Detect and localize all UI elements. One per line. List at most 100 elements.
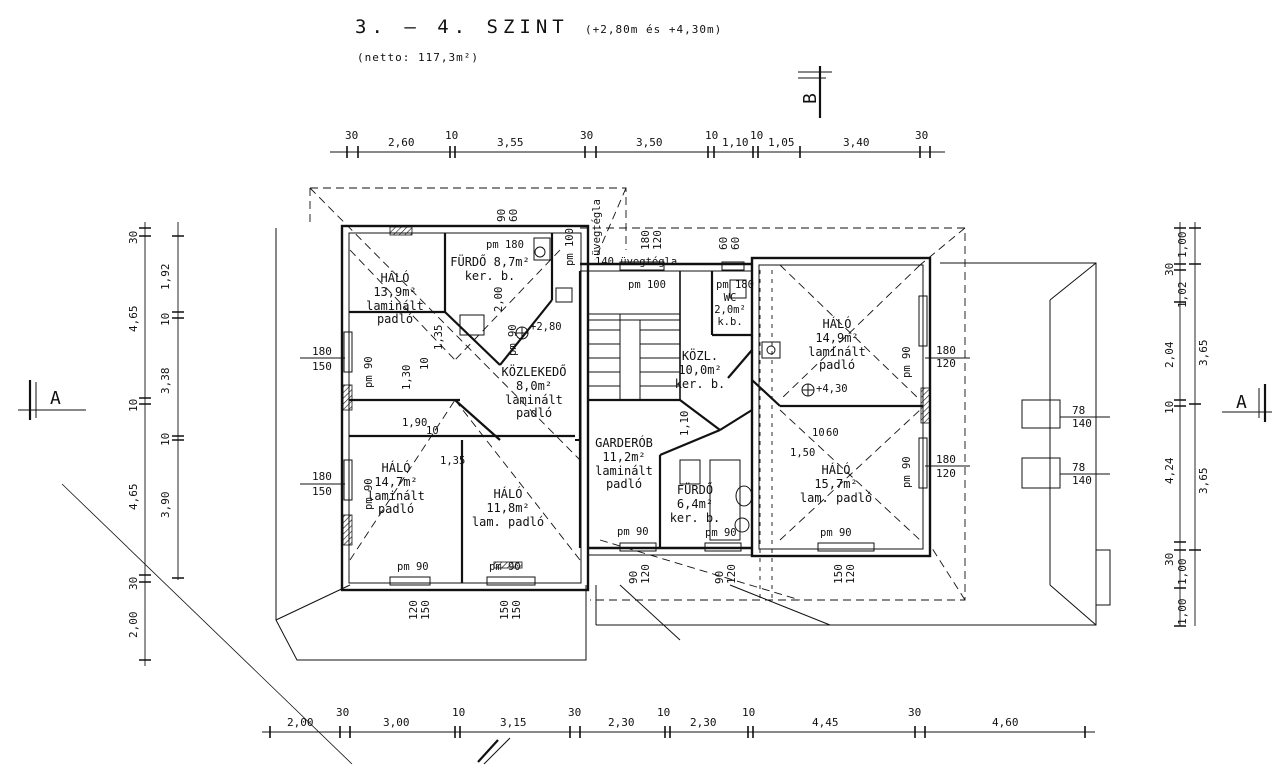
level-value-left: +2,80: [530, 321, 562, 333]
room-area: 14,7m²: [374, 474, 418, 489]
interior-dimension: 1,35: [433, 324, 445, 350]
room-name: HÁLÓ: [822, 317, 852, 331]
interior-dimension: 10: [812, 427, 825, 439]
dimension-top: 3,55: [497, 136, 524, 149]
interior-dimension: 10: [426, 425, 439, 437]
dimension-bottom: 10: [657, 706, 671, 719]
dimension-right: 1,00: [1176, 558, 1189, 586]
dimension-top: 30: [580, 129, 594, 142]
dimension-bottom: 4,45: [812, 716, 839, 729]
dimension-top: 10: [750, 129, 764, 142]
staircase: [588, 313, 680, 400]
room-area: 11,8m²: [486, 500, 530, 515]
interior-dimension: 60: [826, 427, 839, 439]
room-floor: laminált padló: [595, 463, 653, 492]
dimension-left: 10: [159, 312, 172, 326]
roof-outline-dashed: [309, 187, 966, 601]
dimension-bottom: 30: [336, 706, 350, 719]
window-size: 180: [639, 230, 652, 250]
dimension-right: 3,65: [1197, 467, 1210, 495]
dimension-left: 4,65: [127, 305, 140, 333]
dimension-right: 10: [1163, 400, 1176, 414]
opening-label: 140 üvegtégla: [595, 256, 678, 268]
window-size: 60: [507, 208, 520, 222]
room-area: 14,9m²: [815, 330, 859, 345]
room-halo-3: HÁLÓ 11,8m² lam. padló: [472, 487, 544, 529]
room-halo-1: HÁLÓ 13,9m² laminált padló: [365, 271, 425, 327]
window-size: 180: [936, 344, 956, 357]
dimension-left: 10: [127, 398, 140, 412]
dimension-top: 1,10: [722, 136, 749, 149]
room-area: 6,4m²: [676, 496, 714, 511]
room-floor: laminált padló: [366, 298, 424, 327]
window-size: 150: [498, 600, 511, 620]
window-size: 180: [312, 345, 332, 358]
window-size: 180: [312, 470, 332, 483]
section-mark-b: B: [800, 93, 821, 104]
interior-dimension: 10: [419, 357, 431, 370]
opening-label: pm 90: [489, 561, 521, 573]
room-name: FÜRDŐ: [450, 255, 487, 269]
dimension-right: 30: [1163, 552, 1176, 566]
room-floor: ker. b.: [669, 510, 721, 525]
room-halo-2: HÁLÓ 14,7m² laminált padló: [366, 461, 426, 517]
dimension-left: 3,38: [159, 367, 172, 395]
dimension-bottom: 10: [452, 706, 466, 719]
opening-label: pm 180: [716, 279, 754, 291]
room-name: KÖZL.: [681, 349, 719, 363]
section-mark-a-right: A: [1236, 392, 1247, 413]
dimension-bottom: 4,60: [992, 716, 1019, 729]
window-size: 60: [717, 236, 730, 250]
dimension-bottom: 3,00: [383, 716, 410, 729]
opening-label: pm 90: [397, 561, 429, 573]
window-size: 150: [832, 564, 845, 584]
window-size: 120: [639, 564, 652, 584]
section-mark-a-left: A: [50, 388, 61, 409]
room-floor: laminált padló: [367, 488, 425, 517]
dimension-left: 2,00: [127, 611, 140, 639]
window-size: 180: [936, 453, 956, 466]
room-area: 13,9m²: [373, 284, 417, 299]
net-area: (netto: 117,3m²): [357, 51, 479, 64]
dimension-top: 10: [445, 129, 459, 142]
dimension-bottom: 3,15: [500, 716, 527, 729]
level-heights: (+2,80m és +4,30m): [585, 23, 723, 36]
window-size: 78: [1072, 461, 1086, 474]
room-name: HÁLÓ: [380, 271, 410, 285]
window-size: 120: [725, 564, 738, 584]
dimension-bottom: 30: [568, 706, 582, 719]
openings: [343, 237, 928, 586]
room-area: 8,7m²: [493, 255, 530, 269]
section-markers: [18, 66, 1272, 765]
opening-label: pm 180: [486, 239, 524, 251]
opening-label: pm 90: [901, 346, 913, 378]
window-size: 120: [651, 230, 664, 250]
window-size: 150: [419, 600, 432, 620]
opening-label: üvegtégla: [591, 199, 603, 256]
dimension-right: 30: [1163, 262, 1176, 276]
room-name: KÖZLEKEDŐ: [501, 365, 567, 379]
room-name: HÁLÓ: [381, 461, 411, 475]
interior-dimension: 1,10: [679, 410, 691, 436]
window-size: 150: [312, 360, 332, 373]
section-diagonal: [61, 483, 353, 765]
dimension-top: 30: [345, 129, 359, 142]
room-name: HÁLÓ: [821, 463, 851, 477]
hatched-columns: [342, 226, 931, 569]
room-halo-4: HÁLÓ 14,9m² laminált padló: [807, 317, 867, 373]
room-floor: laminált padló: [505, 392, 563, 421]
dimension-left: 3,90: [159, 491, 172, 519]
interior-dimension: 1,50: [790, 447, 816, 459]
room-name: WC: [723, 292, 737, 304]
window-size: 78: [1072, 404, 1086, 417]
opening-label: pm 90: [507, 324, 519, 356]
dimension-top: 10: [705, 129, 719, 142]
interior-dimension: 1,90: [402, 417, 428, 429]
room-area: 8,0m²: [515, 378, 553, 393]
room-kozlekedo: KÖZLEKEDŐ 8,0m² laminált padló: [501, 365, 567, 421]
dimension-left: 4,65: [127, 483, 140, 511]
room-area: 11,2m²: [602, 449, 646, 464]
dimension-bottom: 10: [742, 706, 756, 719]
window-size: 140: [1072, 474, 1092, 487]
